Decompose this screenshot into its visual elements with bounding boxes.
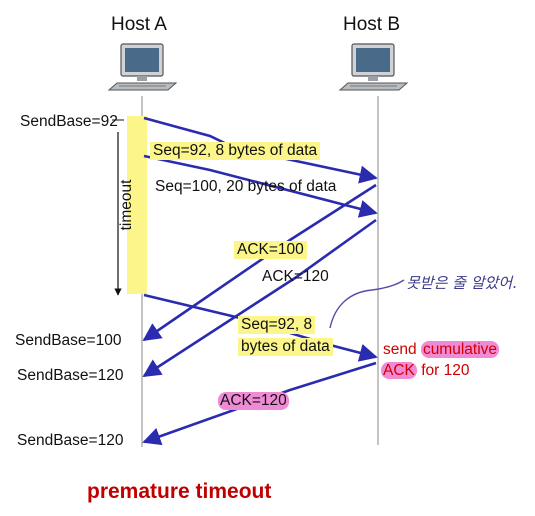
cumulative-note-line2: ACK for 120	[381, 362, 469, 380]
diagram-title: premature timeout	[87, 480, 272, 503]
note-send: send	[383, 341, 417, 358]
note-cumulative: cumulative	[420, 341, 500, 358]
host-a-label: Host A	[111, 14, 167, 35]
handwritten-note: 못받은 줄 알았어.	[406, 274, 517, 292]
sendbase-92-label: SendBase=92	[20, 113, 118, 130]
sendbase-120-label: SendBase=120	[17, 367, 124, 384]
timeout-label: timeout	[118, 179, 135, 231]
retransmit-label-line1: Seq=92, 8	[238, 316, 316, 334]
ack100-label: ACK=100	[234, 241, 307, 259]
host-b-computer-icon	[338, 43, 409, 91]
note-ack: ACK	[381, 362, 417, 379]
ack120-final-arrow	[142, 361, 377, 446]
seq100-label: Seq=100, 20 bytes of data	[155, 178, 337, 195]
host-b-label: Host B	[343, 14, 401, 35]
sendbase-120-final-label: SendBase=120	[17, 432, 124, 449]
ack120-arrow	[142, 218, 377, 378]
host-a-computer-icon	[107, 43, 178, 91]
ack120-final-label: ACK=120	[218, 392, 289, 410]
note-for120: for 120	[421, 362, 470, 379]
timeout-bar	[127, 116, 147, 294]
handwritten-pointer-curve	[329, 279, 405, 329]
retransmit-label-line2: bytes of data	[238, 338, 333, 356]
ack120-label: ACK=120	[262, 268, 329, 285]
cumulative-note-line1: send cumulative	[383, 341, 500, 359]
seq92-label: Seq=92, 8 bytes of data	[150, 142, 321, 160]
sendbase-100-label: SendBase=100	[15, 332, 122, 349]
seq100-arrow	[143, 154, 378, 218]
